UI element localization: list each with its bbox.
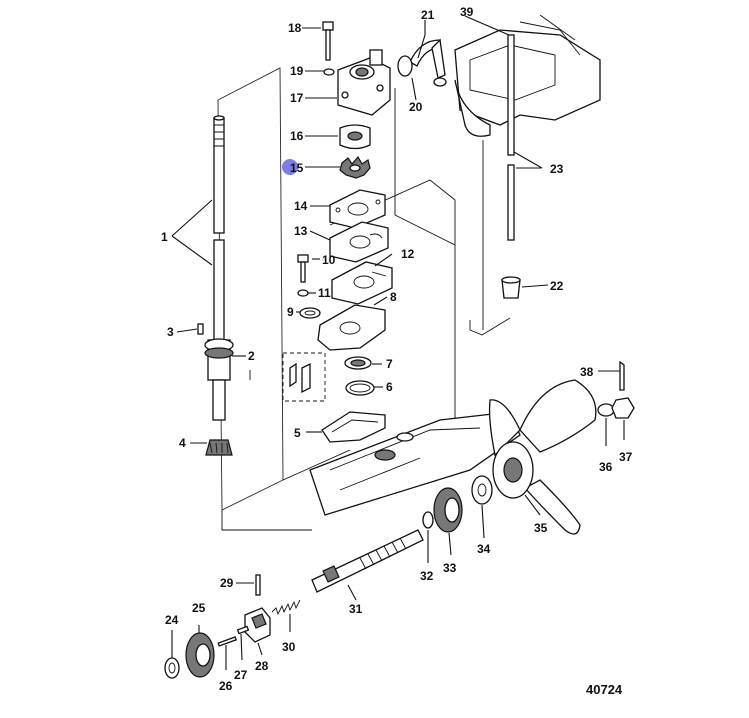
callout-8: 8 [390,290,397,304]
washer [323,68,335,76]
figure-number: 40724 [586,682,623,697]
callout-18: 18 [288,21,302,35]
callout-23: 23 [550,162,564,176]
reverse-gear-washer [164,657,180,679]
grommet [433,77,447,87]
callout-30: 30 [282,640,296,654]
shift-pin [217,636,237,647]
impeller [339,155,371,179]
pinion-gear [205,439,233,456]
impeller-insert [339,124,371,150]
reverse-gear [185,632,215,678]
callout-14: 14 [294,199,308,213]
o-ring [345,380,375,396]
seal-kit-box [282,352,326,402]
callout-34: 34 [477,542,491,556]
drive-shaft [213,115,225,341]
callout-4: 4 [179,436,186,450]
callout-9: 9 [287,305,294,319]
propeller [488,379,597,535]
oil-seal [344,356,372,370]
callout-17: 17 [290,91,304,105]
water-pump-body [337,49,391,116]
screw-small [297,254,309,283]
callout-22: 22 [550,279,564,293]
thrust-hub [471,475,493,505]
callout-6: 6 [386,380,393,394]
callout-37: 37 [619,450,633,464]
callout-38: 38 [580,365,594,379]
callout-33: 33 [443,561,457,575]
callout-12: 12 [401,247,415,261]
cross-pin [255,574,261,596]
callout-16: 16 [290,129,304,143]
callout-11: 11 [318,286,331,300]
callout-26: 26 [219,679,233,693]
callout-39: 39 [460,5,474,19]
selection-marker[interactable] [282,159,298,175]
gear-housing [309,411,521,516]
callout-24: 24 [165,613,179,627]
callout-21: 21 [421,8,435,22]
washer-small [297,289,309,297]
water-pump-base [317,304,386,351]
shift-shaft [507,34,515,241]
callout-35: 35 [534,521,548,535]
pin-small [236,625,250,635]
callout-31: 31 [349,602,363,616]
clutch [244,607,271,643]
drive-shaft-bearing [204,338,234,421]
callout-numbers: 1 2 3 4 5 6 7 8 9 10 11 12 13 14 15 16 1… [161,5,633,693]
pin [197,323,204,335]
callout-10: 10 [322,253,336,267]
callout-36: 36 [599,460,613,474]
leader-lines [171,15,625,670]
callout-32: 32 [420,569,434,583]
callout-2: 2 [248,349,255,363]
shift-shaft-bushing [501,276,521,299]
callout-25: 25 [192,601,206,615]
propeller-washer [597,403,615,417]
callout-1: 1 [161,230,168,244]
callout-19: 19 [290,64,304,78]
callout-29: 29 [220,576,234,590]
callout-7: 7 [386,357,393,371]
gasket-upper [329,189,386,229]
callout-27: 27 [234,668,248,682]
propeller-nut [611,397,635,419]
callout-28: 28 [255,659,269,673]
forward-gear [433,487,463,533]
gasket-lower [331,261,393,305]
screw [322,21,334,61]
seal [299,307,321,319]
upper-housing [454,14,601,137]
cotter-pin [619,360,625,391]
callout-13: 13 [294,224,308,238]
thrust-washer [422,511,434,529]
gear-housing-gasket [321,411,386,443]
propeller-shaft [311,529,424,593]
callout-20: 20 [409,100,423,114]
callout-15: 15 [290,161,304,175]
callout-5: 5 [294,426,301,440]
water-tube [397,38,446,79]
callout-3: 3 [167,325,174,339]
face-plate [329,221,389,263]
shift-spring [271,599,301,616]
